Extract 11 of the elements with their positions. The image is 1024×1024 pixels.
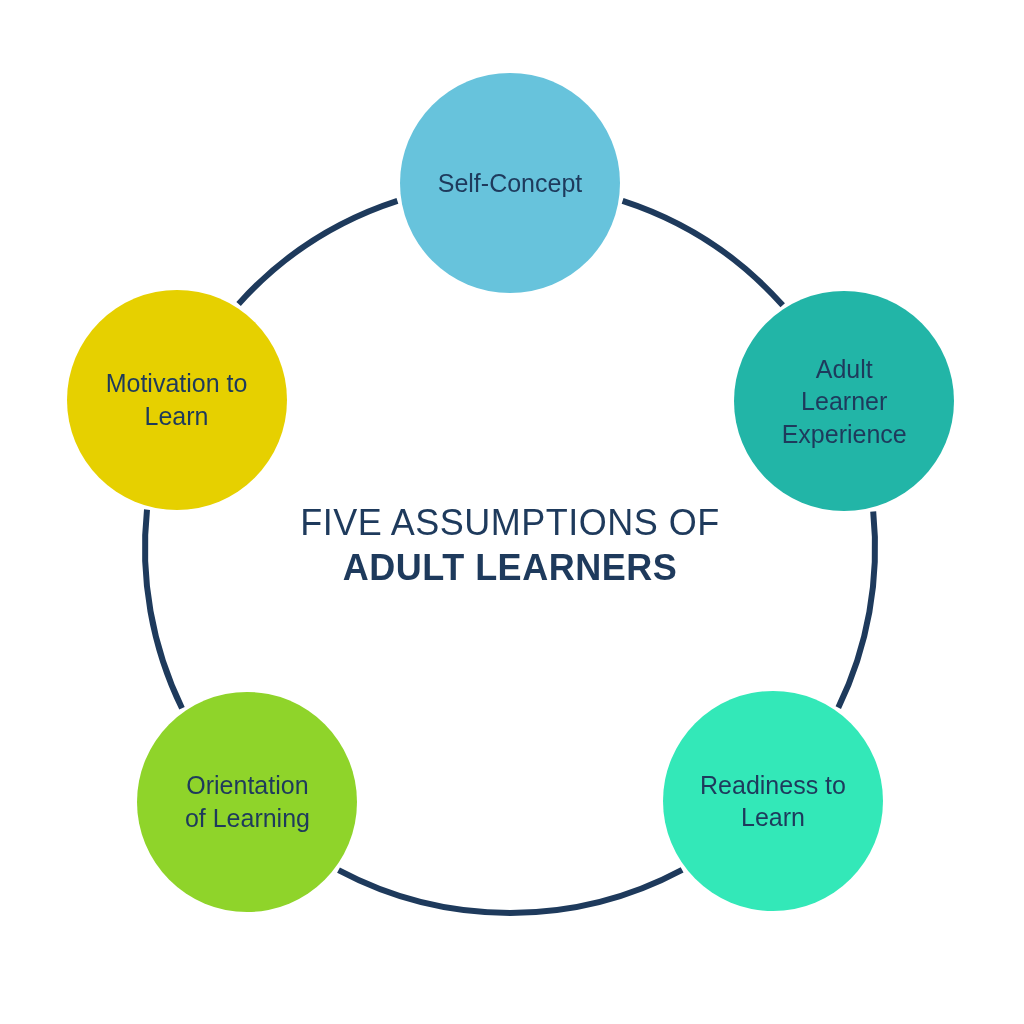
ring-arc-connector xyxy=(337,867,684,916)
node-label: Orientation of Learning xyxy=(183,770,311,834)
ring-arc-connector xyxy=(621,198,785,308)
node-label: Motivation to Learn xyxy=(104,368,249,432)
ring-arc-connector xyxy=(236,198,399,306)
node-label: Readiness to Learn xyxy=(699,769,847,834)
ring-arc-connector xyxy=(835,511,878,709)
diagram-title: FIVE ASSUMPTIONS OF ADULT LEARNERS xyxy=(299,501,721,590)
node-label: Self-Concept xyxy=(436,167,584,199)
ring-arc-connector xyxy=(142,509,185,710)
node-label: Adult Learner Experience xyxy=(780,353,908,450)
